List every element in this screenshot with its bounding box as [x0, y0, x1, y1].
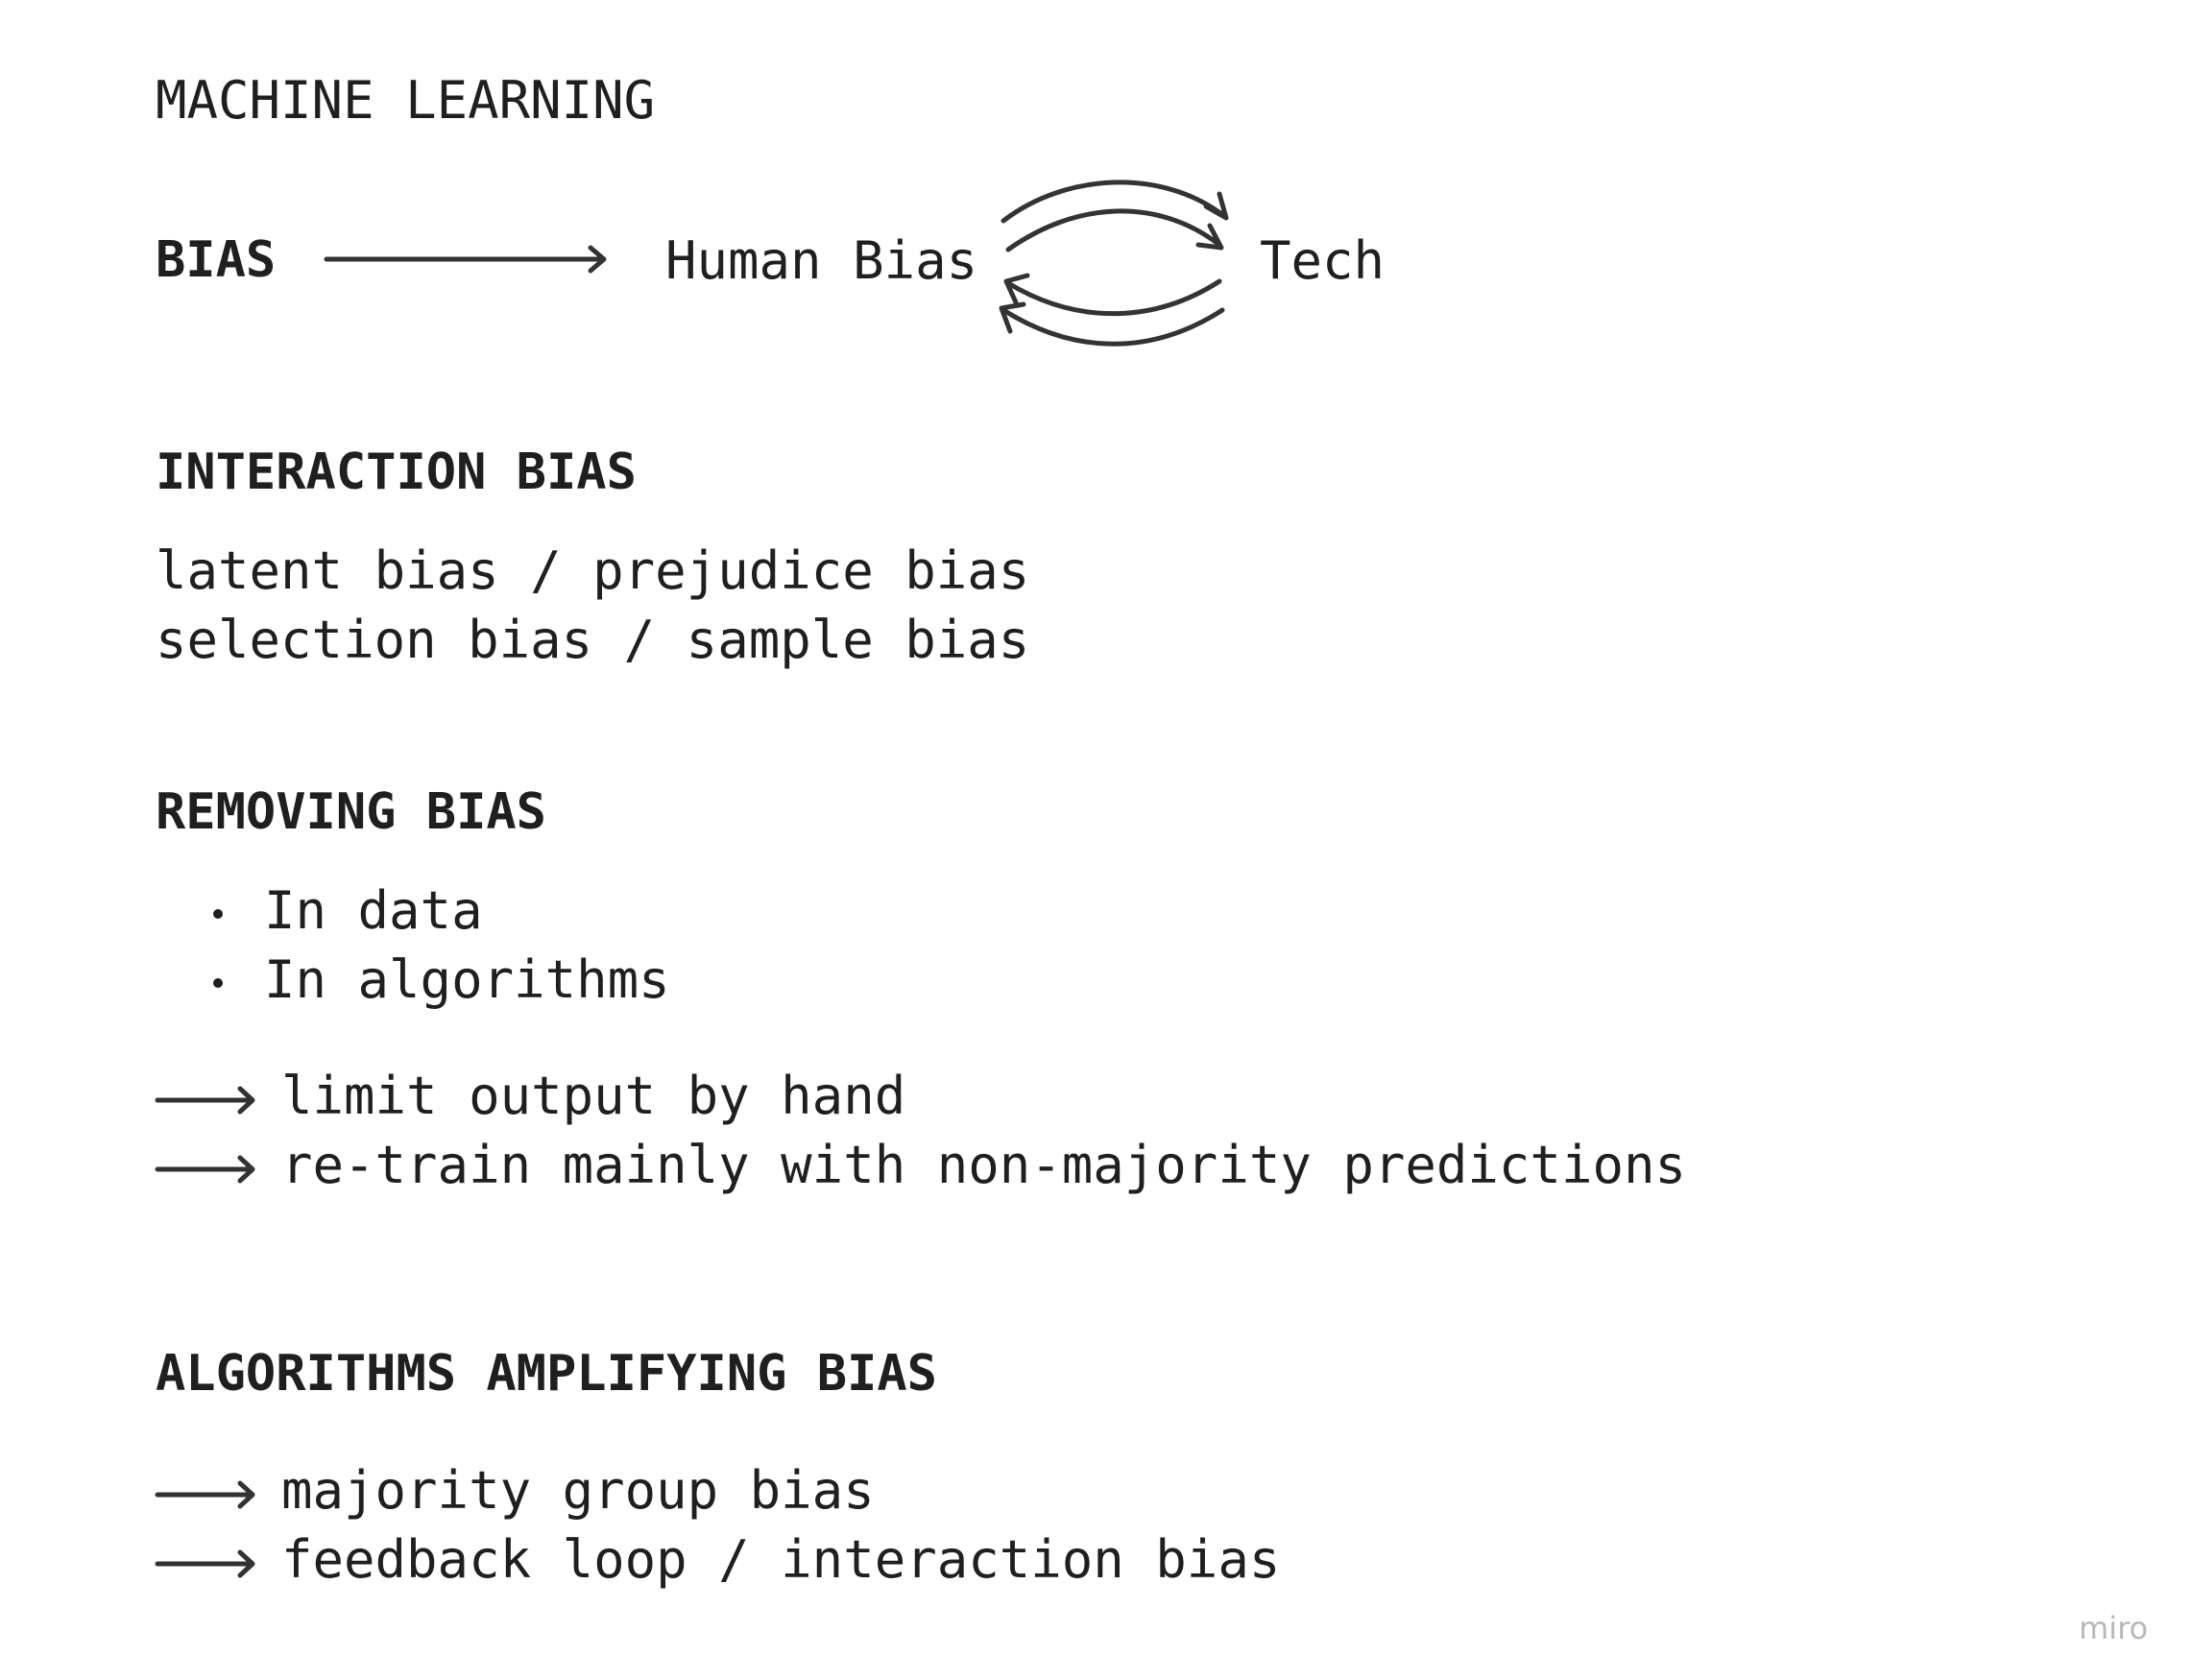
interaction-bias-line: latent bias / prejudice bias [156, 540, 1030, 601]
removing-bias-heading: REMOVING BIAS [156, 783, 546, 841]
algorithms-amplifying-arrow-item: majority group bias [281, 1460, 875, 1521]
algorithms-amplifying-arrow-item: feedback loop / interaction bias [281, 1529, 1281, 1590]
bullet-dot-icon [213, 978, 223, 988]
bullet-item: In algorithms [264, 949, 670, 1010]
interaction-bias-line: selection bias / sample bias [156, 610, 1030, 670]
bias-arrow-icon [324, 245, 607, 274]
human-bias-node: Human Bias [665, 230, 978, 291]
cycle-arrows-icon [999, 180, 1229, 347]
page-title: MACHINE LEARNING [156, 70, 656, 131]
arrow-right-icon [155, 1549, 255, 1578]
tech-node: Tech [1260, 230, 1386, 291]
removing-bias-arrow-item: re-train mainly with non-majority predic… [281, 1135, 1686, 1195]
miro-watermark: miro [2079, 1610, 2149, 1646]
arrow-right-icon [155, 1480, 255, 1509]
arrow-right-icon [155, 1155, 255, 1184]
bullet-item: In data [264, 880, 483, 941]
interaction-bias-heading: INTERACTION BIAS [156, 444, 637, 501]
arrow-right-icon [155, 1086, 255, 1115]
algorithms-amplifying-heading: ALGORITHMS AMPLIFYING BIAS [156, 1345, 937, 1403]
bias-label: BIAS [156, 231, 277, 289]
removing-bias-arrow-item: limit output by hand [281, 1066, 906, 1126]
bullet-dot-icon [213, 909, 223, 919]
